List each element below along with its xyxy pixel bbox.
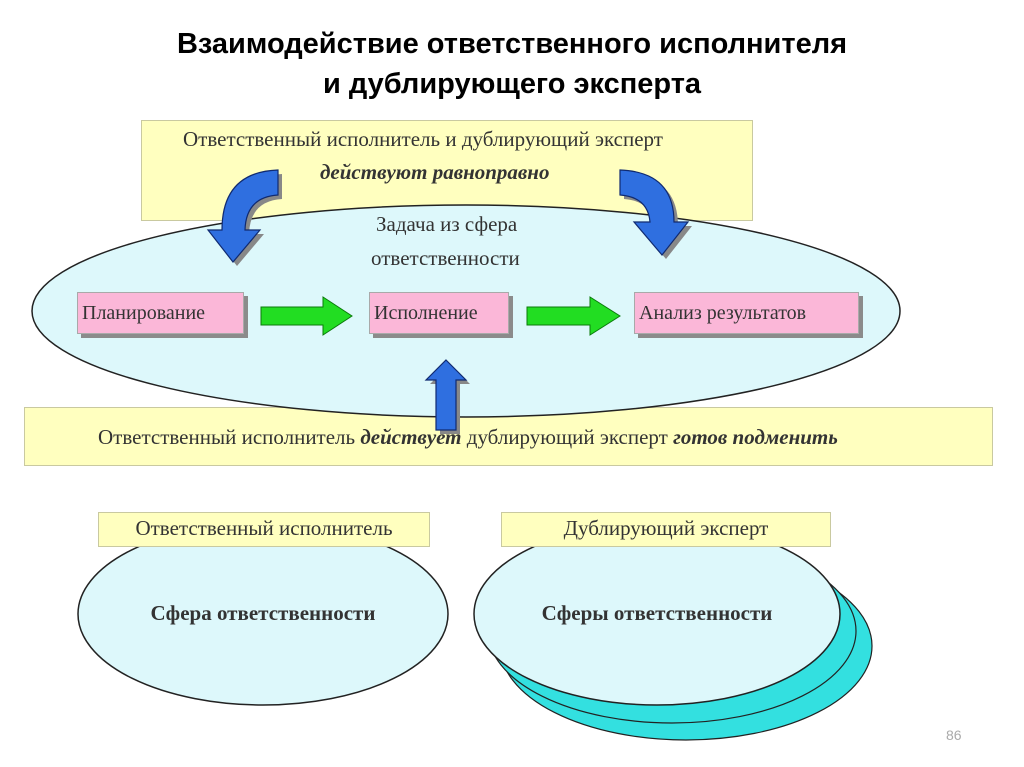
role-text-1: Ответственный исполнитель xyxy=(98,425,361,449)
equal-rights-line-1: Ответственный исполнитель и дублирующий … xyxy=(183,127,663,151)
task-label-line-1: Задача из сфера xyxy=(376,212,518,236)
expert-label: Дублирующий эксперт xyxy=(563,516,769,540)
title-line-1: Взаимодействие ответственного исполнител… xyxy=(176,28,848,60)
role-text-2: действует xyxy=(360,425,462,449)
role-text-3: дублирующий эксперт xyxy=(461,425,674,449)
title-line-2: и дублирующего эксперта xyxy=(322,68,702,100)
equal-rights-line-2: действуют равноправно xyxy=(320,160,550,184)
step-analysis: Анализ результатов xyxy=(634,292,859,334)
expert-label-box xyxy=(501,512,831,547)
right-ellipse-label: Сферы ответственности xyxy=(541,601,773,625)
step-execution: Исполнение xyxy=(369,292,509,334)
arrow-right-icon-1 xyxy=(260,296,353,336)
role-statement: Ответственный исполнитель действует дубл… xyxy=(98,425,838,450)
arrow-down-right-icon xyxy=(619,169,690,256)
slide-title: Взаимодействие ответственного исполнител… xyxy=(0,24,1024,104)
executor-label-box xyxy=(98,512,430,547)
left-ellipse-label: Сфера ответственности xyxy=(150,601,376,625)
task-label-line-2: ответственности xyxy=(371,246,520,270)
arrow-up-icon xyxy=(424,359,468,431)
arrow-right-icon-2 xyxy=(526,296,621,336)
step-planning: Планирование xyxy=(77,292,244,334)
role-text-4: готов подменить xyxy=(673,425,838,449)
executor-label: Ответственный исполнитель xyxy=(135,516,393,540)
page-number: 86 xyxy=(946,727,962,743)
